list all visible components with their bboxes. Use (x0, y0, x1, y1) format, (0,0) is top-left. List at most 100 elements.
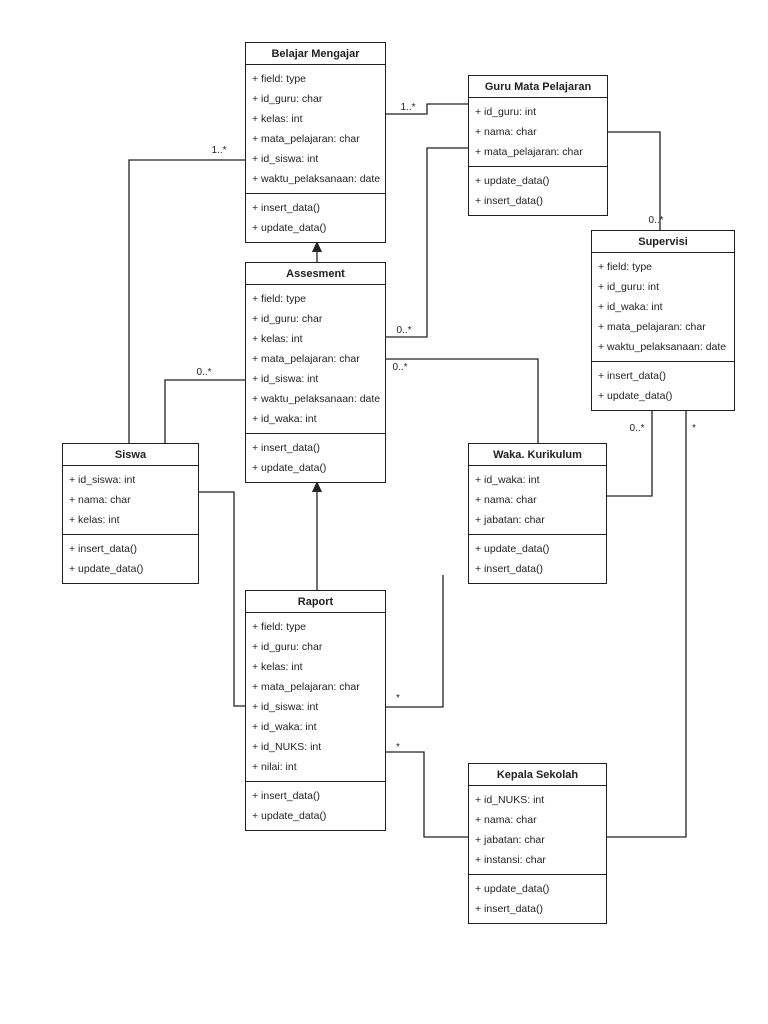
multiplicity-label-raport-to-kepala-sekolah: * (396, 742, 400, 753)
arrowhead-assesment-to-belajar-mengajar (312, 241, 322, 252)
multiplicity-label-guru-mata-pelajaran-to-assesment: 0..* (396, 325, 411, 336)
class-attribute-row: + id_guru: int (475, 106, 537, 118)
class-attribute-row: + id_siswa: int (252, 701, 319, 713)
class-box-supervisi: Supervisi + field: type + id_guru: int + id… (591, 230, 735, 411)
class-attribute-row: + waktu_pelaksanaan: date (252, 393, 381, 405)
class-methods-waka-kurikulum: + update_data()+ insert_data() (469, 534, 606, 583)
class-attribute-row: + field: type (252, 293, 306, 305)
class-methods-kepala-sekolah: + update_data()+ insert_data() (469, 874, 606, 923)
class-attributes-belajar-mengajar: + field: type + id_guru: char + kelas: int… (246, 65, 385, 193)
class-box-belajar-mengajar: Belajar Mengajar + field: type + id_guru: … (245, 42, 386, 243)
connector-guru-mata-pelajaran-to-supervisi (608, 131, 661, 230)
multiplicity-label-guru-mata-pelajaran-to-supervisi: 0..* (648, 215, 663, 226)
class-attribute-row: + mata_pelajaran: char (252, 353, 360, 365)
class-attribute-row: + id_siswa: int (69, 474, 136, 486)
class-attribute-row: + id_waka: int (475, 474, 540, 486)
multiplicity-label-assesment-to-waka-kurikulum: 0..* (392, 362, 407, 373)
class-attribute-row: + field: type (252, 73, 306, 85)
class-attribute-row: + id_waka: int (598, 301, 663, 313)
class-title-raport: Raport (246, 591, 385, 613)
multiplicity-label-assesment-to-siswa: 0..* (196, 367, 211, 378)
class-box-siswa: Siswa + id_siswa: int + nama: char + kelas:… (62, 443, 199, 584)
class-methods-siswa: + insert_data()+ update_data() (63, 534, 198, 583)
connector-assesment-to-waka-kurikulum (386, 358, 539, 443)
class-title-guru-mata-pelajaran: Guru Mata Pelajaran (469, 76, 607, 98)
class-title-supervisi: Supervisi (592, 231, 734, 253)
connector-assesment-to-siswa (164, 379, 245, 443)
connector-guru-mata-pelajaran-to-assesment (386, 147, 468, 338)
class-attribute-row: + kelas: int (252, 113, 303, 125)
class-title-siswa: Siswa (63, 444, 198, 466)
class-methods-belajar-mengajar: + insert_data() + update_data() (246, 193, 385, 242)
class-title-belajar-mengajar: Belajar Mengajar (246, 43, 385, 65)
class-attributes-raport: + field: type + id_guru: char + kelas: int… (246, 613, 385, 781)
class-box-assesment: Assesment + field: type + id_guru: char + k… (245, 262, 386, 483)
multiplicity-label-belajar-mengajar-to-guru-mata-pelajaran: 1..* (400, 102, 415, 113)
multiplicity-label-supervisi-to-waka-kurikulum: 0..* (629, 423, 644, 434)
connector-supervisi-to-waka-kurikulum (607, 405, 653, 497)
class-title-kepala-sekolah: Kepala Sekolah (469, 764, 606, 786)
class-attribute-row: + id_siswa: int (252, 373, 319, 385)
class-method-row: + insert_data() (69, 543, 137, 555)
class-method-row: + update_data() (252, 462, 327, 474)
class-attribute-row: + jabatan: char (475, 834, 545, 846)
class-attribute-row: + kelas: int (252, 333, 303, 345)
class-attribute-row: + jabatan: char (475, 514, 545, 526)
class-attributes-supervisi: + field: type + id_guru: int + id_waka: in… (592, 253, 734, 361)
class-attribute-row: + nama: char (475, 494, 537, 506)
class-attributes-siswa: + id_siswa: int + nama: char + kelas: int (63, 466, 198, 534)
class-attribute-row: + nilai: int (252, 761, 297, 773)
class-title-assesment: Assesment (246, 263, 385, 285)
class-attribute-row: + waktu_pelaksanaan: date (598, 341, 727, 353)
class-attribute-row: + id_guru: char (252, 641, 323, 653)
class-attributes-waka-kurikulum: + id_waka: int + nama: char + jabatan: cha… (469, 466, 606, 534)
class-attribute-row: + id_guru: char (252, 313, 323, 325)
multiplicity-label-belajar-mengajar-to-siswa: 1..* (211, 145, 226, 156)
class-box-waka-kurikulum: Waka. Kurikulum+ id_waka: int+ nama: cha… (468, 443, 607, 584)
class-attribute-row: + id_waka: int (252, 721, 317, 733)
class-box-guru-mata-pelajaran: Guru Mata Pelajaran + id_guru: int + nama:… (468, 75, 608, 216)
arrowhead-raport-to-assesment (312, 481, 322, 492)
class-method-row: + insert_data() (475, 195, 543, 207)
class-attribute-row: + id_guru: char (252, 93, 323, 105)
class-attribute-row: + id_guru: int (598, 281, 660, 293)
class-method-row: + insert_data() (475, 903, 543, 915)
class-attribute-row: + field: type (252, 621, 306, 633)
class-attribute-row: + mata_pelajaran: char (252, 133, 360, 145)
class-attribute-row: + waktu_pelaksanaan: date (252, 173, 381, 185)
multiplicity-label-supervisi-to-kepala-sekolah: * (692, 423, 696, 434)
class-methods-raport: + insert_data() + update_data() (246, 781, 385, 830)
class-attribute-row: + instansi: char (475, 854, 546, 866)
class-method-row: + insert_data() (252, 790, 320, 802)
class-method-row: + update_data() (252, 222, 327, 234)
class-box-kepala-sekolah: Kepala Sekolah+ id_NUKS: int+ nama: char… (468, 763, 607, 924)
class-attribute-row: + mata_pelajaran: char (598, 321, 706, 333)
connector-belajar-mengajar-to-siswa (128, 159, 245, 443)
connector-raport-to-kepala-sekolah (386, 751, 468, 838)
class-box-raport: Raport + field: type + id_guru: char + kela… (245, 590, 386, 831)
class-attributes-kepala-sekolah: + id_NUKS: int+ nama: char+ jabatan: cha… (469, 786, 606, 874)
class-methods-guru-mata-pelajaran: + update_data() + insert_data() (469, 166, 607, 215)
class-methods-supervisi: + insert_data()+ update_data() (592, 361, 734, 410)
class-attribute-row: + nama: char (69, 494, 131, 506)
class-attribute-row: + kelas: int (252, 661, 303, 673)
class-attribute-row: + kelas: int (69, 514, 120, 526)
class-attribute-row: + id_siswa: int (252, 153, 319, 165)
class-attribute-row: + field: type (598, 261, 652, 273)
class-method-row: + update_data() (475, 543, 550, 555)
class-attribute-row: + id_NUKS: int (475, 794, 545, 806)
class-method-row: + update_data() (252, 810, 327, 822)
class-methods-assesment: + insert_data()+ update_data() (246, 433, 385, 482)
class-method-row: + insert_data() (252, 202, 320, 214)
multiplicity-label-raport-to-waka-kurikulum: * (396, 693, 400, 704)
class-attribute-row: + id_NUKS: int (252, 741, 322, 753)
class-attribute-row: + nama: char (475, 126, 537, 138)
class-method-row: + update_data() (475, 175, 550, 187)
class-attributes-assesment: + field: type + id_guru: char + kelas: int… (246, 285, 385, 433)
class-attribute-row: + mata_pelajaran: char (252, 681, 360, 693)
class-method-row: + insert_data() (598, 370, 666, 382)
connector-belajar-mengajar-to-guru-mata-pelajaran (386, 103, 468, 115)
connector-supervisi-to-kepala-sekolah (607, 405, 687, 838)
